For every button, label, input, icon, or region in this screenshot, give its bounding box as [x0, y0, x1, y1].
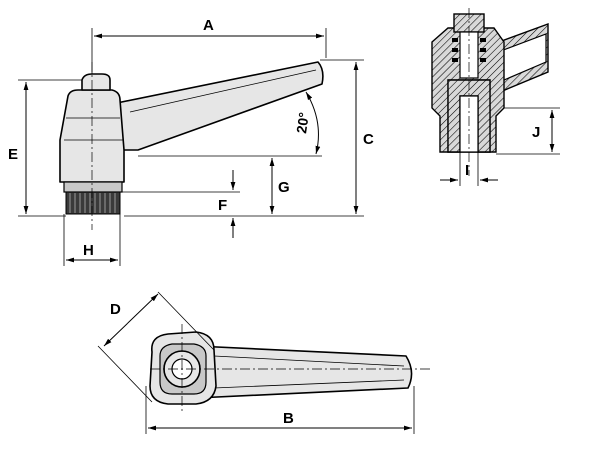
- dimension-f: F: [122, 170, 240, 238]
- knurled-insert: [65, 191, 121, 215]
- label-b: B: [283, 410, 294, 427]
- top-lever-arm: [195, 345, 413, 399]
- dimension-c: C: [124, 59, 374, 217]
- label-c: C: [363, 131, 374, 148]
- dimension-a: A: [91, 17, 327, 74]
- dimension-h: H: [63, 214, 121, 266]
- section-view: [431, 8, 549, 176]
- label-a: A: [203, 17, 214, 34]
- label-h: H: [83, 242, 94, 259]
- label-j: J: [532, 124, 540, 141]
- top-cap: [81, 73, 111, 91]
- label-g: G: [278, 179, 290, 196]
- label-d: D: [110, 301, 121, 318]
- label-f: F: [218, 197, 227, 214]
- label-angle: 20°: [293, 111, 312, 134]
- dimension-b: B: [145, 386, 415, 434]
- lever-arm: [111, 61, 324, 151]
- dimension-angle: 20°: [138, 91, 322, 157]
- top-lever-line-2: [213, 379, 405, 389]
- top-lever-line-1: [213, 355, 405, 367]
- label-e: E: [8, 146, 18, 163]
- dimension-e: E: [8, 79, 82, 217]
- top-view: [149, 324, 430, 412]
- dimension-i: I: [440, 152, 498, 186]
- lever-edge-line: [129, 69, 317, 113]
- collar-ring: [63, 181, 123, 193]
- dimension-g: G: [269, 158, 290, 214]
- side-view: [59, 61, 324, 230]
- label-i: I: [465, 162, 469, 179]
- dimension-j: J: [496, 107, 560, 155]
- dimension-d: D: [97, 291, 215, 403]
